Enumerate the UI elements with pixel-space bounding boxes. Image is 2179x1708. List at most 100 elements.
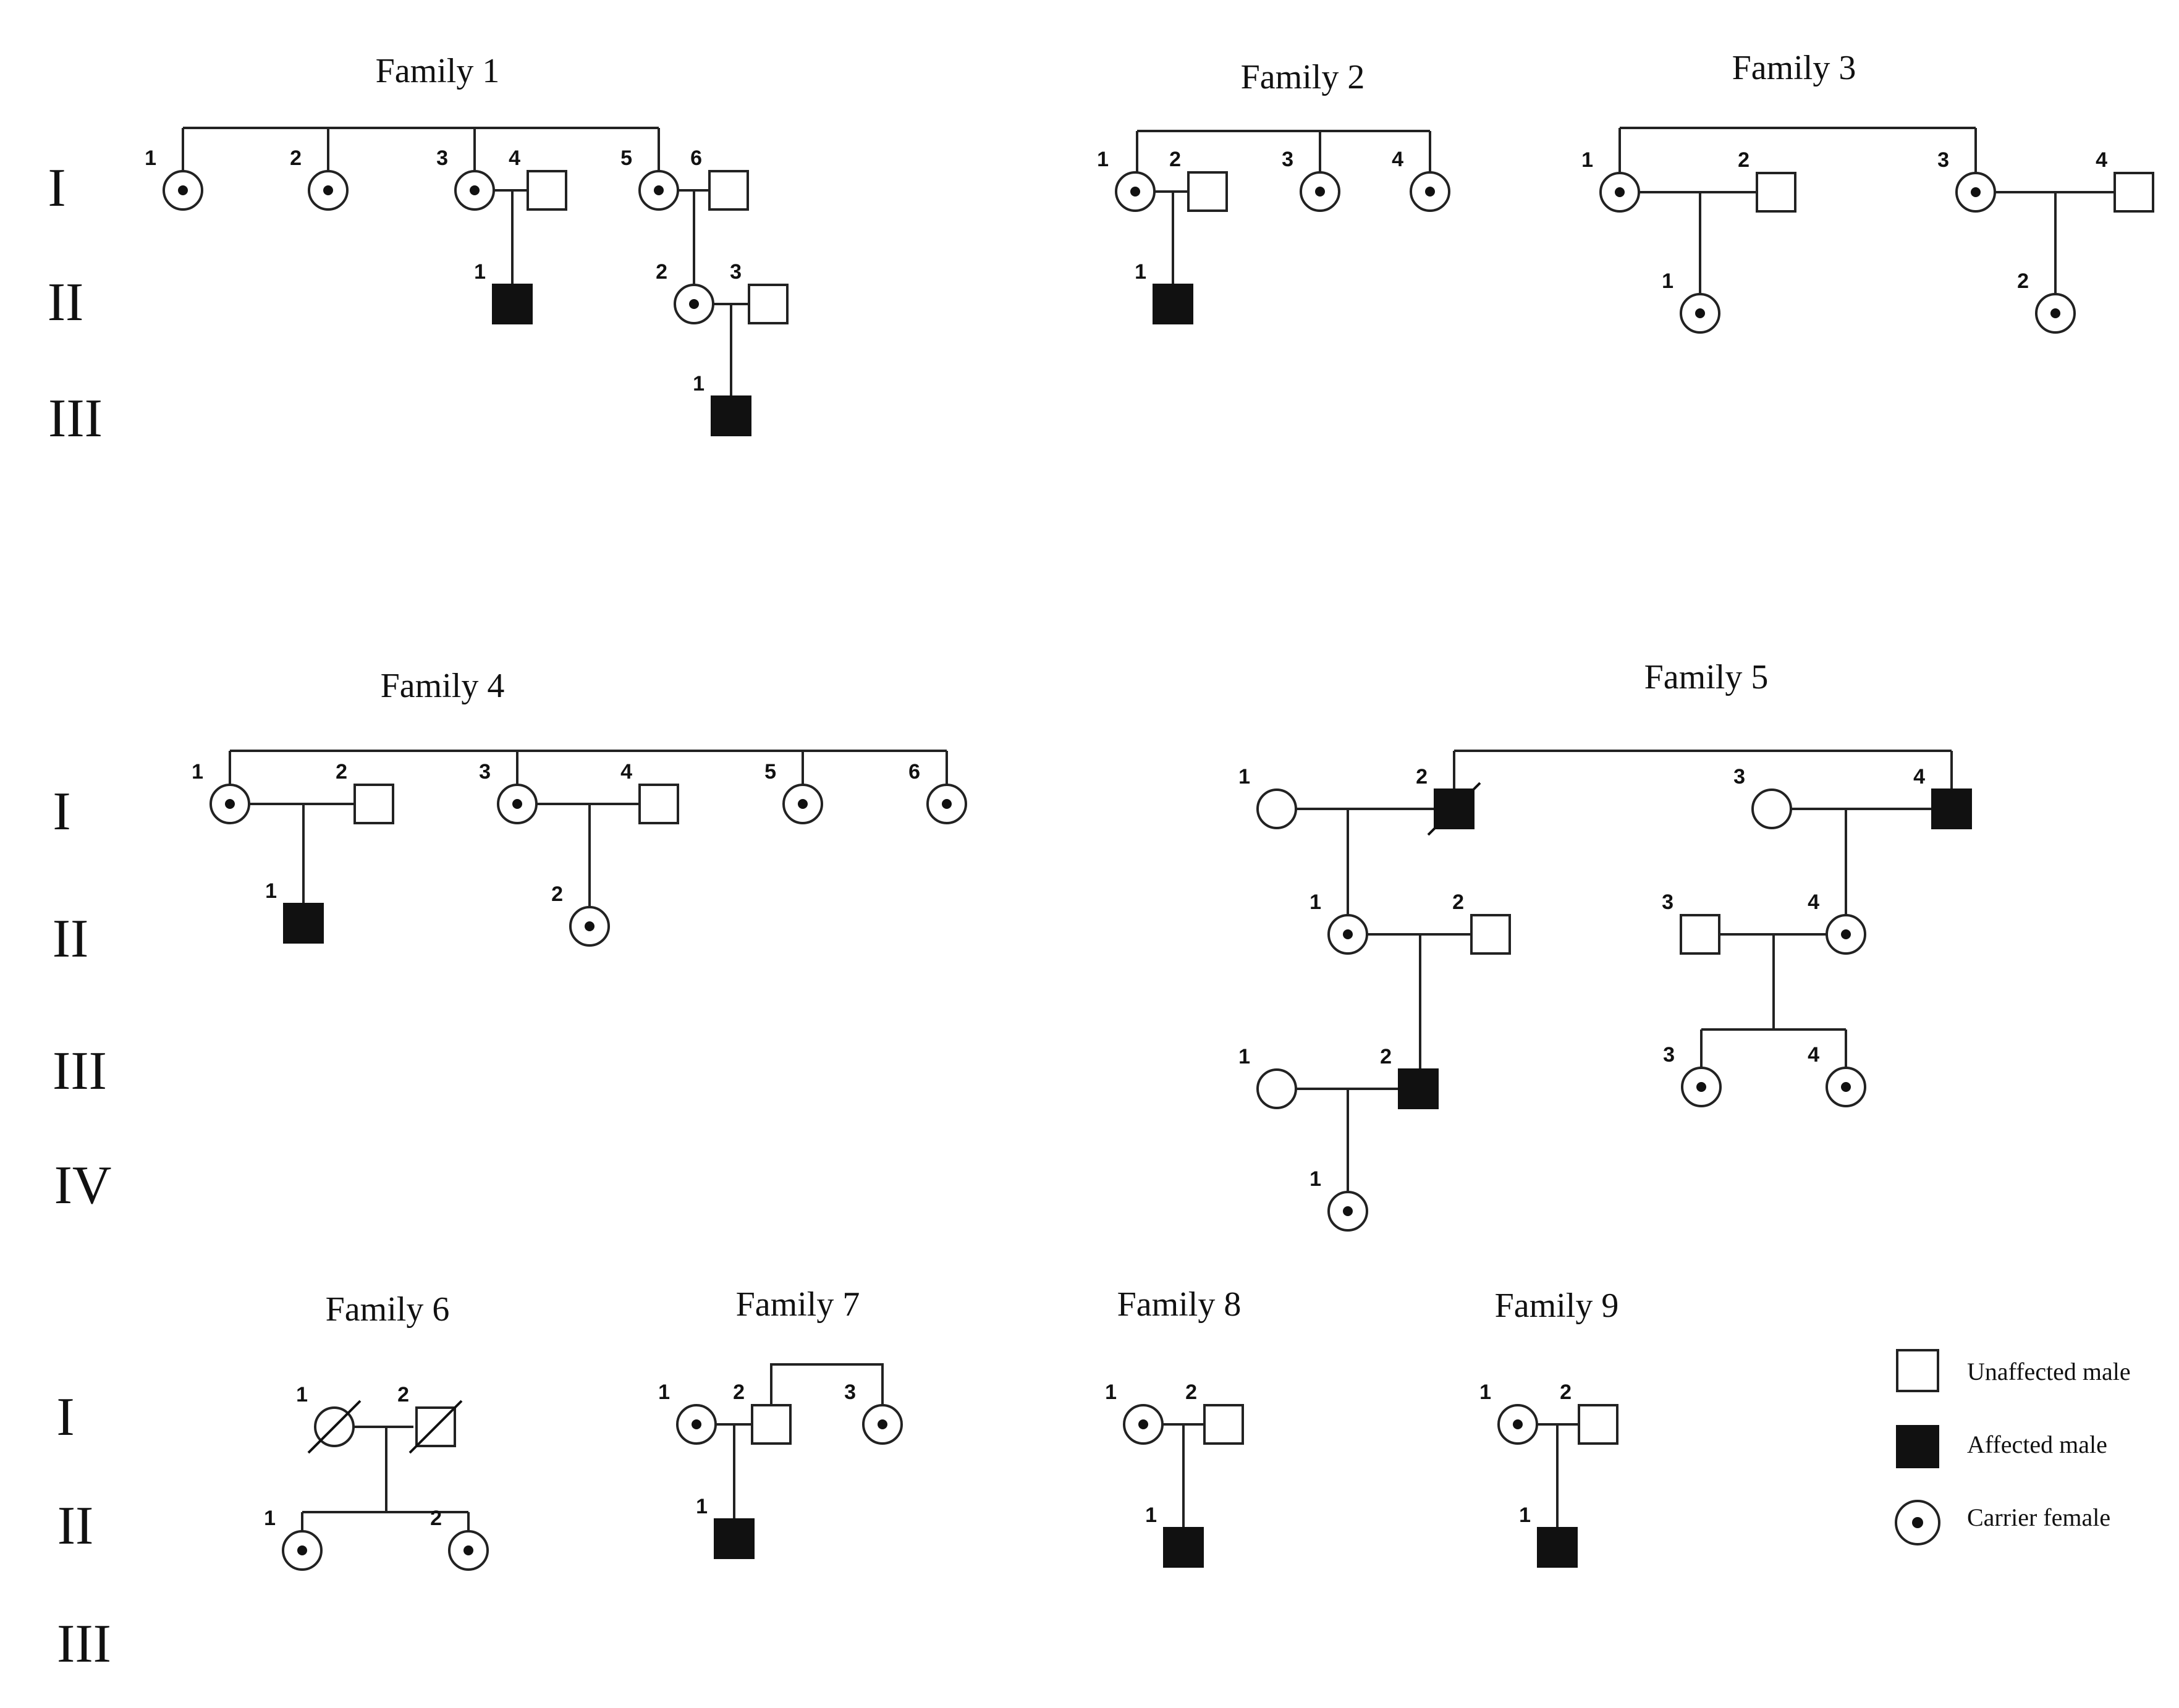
family-5-i-3-number-label: 3 [1733, 765, 1745, 788]
family-titles: Family 1 Family 2 Family 3 Family 4 Fami… [326, 49, 1856, 1329]
family-3-i-1-carrier-dot [1615, 187, 1625, 197]
family-6-ii-1-number-label: 1 [264, 1507, 276, 1530]
family-5-i-1-unaffected-female-symbol [1256, 788, 1297, 829]
gen-label-IV-row2: IV [54, 1156, 112, 1215]
gen-label-III-row1: III [48, 389, 103, 449]
family-7-title: Family 7 [736, 1285, 860, 1324]
legend-unaffected-male-label: Unaffected male [1967, 1358, 2131, 1385]
family-1-i-1-number-label: 1 [145, 146, 156, 170]
connector-lines [182, 127, 2115, 1532]
family-3-i-1-number-label: 1 [1581, 148, 1593, 172]
family-2-ii-1-number-label: 1 [1135, 260, 1146, 284]
family-6-ii-2-carrier-dot [463, 1545, 473, 1555]
family-1-iii-1-number-label: 1 [693, 372, 704, 395]
family-1-ii-3-number-label: 3 [730, 260, 742, 284]
generation-labels: I II III I II III IV I II III [48, 158, 112, 1674]
family-1-ii-1-number-label: 1 [474, 260, 486, 284]
family-8-i-2-number-label: 2 [1185, 1380, 1197, 1404]
family-4-i-4-unaffected-male-symbol [638, 784, 679, 824]
family-5-iii-3-number-label: 3 [1663, 1043, 1675, 1067]
family-7-i-1-number-label: 1 [658, 1380, 670, 1404]
family-9-individuals: 1 2 1 [1479, 1380, 1618, 1568]
family-2-i-4-carrier-dot [1425, 187, 1435, 197]
family-4-i-2-number-label: 2 [336, 760, 347, 784]
family-4-i-1-carrier-dot [225, 799, 235, 809]
family-5-iii-4-number-label: 4 [1808, 1043, 1819, 1067]
legend-carrier-female-label: Carrier female [1967, 1503, 2110, 1531]
family-9-ii-1-number-label: 1 [1519, 1503, 1531, 1527]
family-5-iii-2-number-label: 2 [1380, 1045, 1392, 1068]
family-4-i-6-number-label: 6 [908, 760, 920, 784]
family-1-i-1-carrier-dot [178, 185, 188, 195]
legend-affected-male-symbol [1896, 1425, 1939, 1468]
family-1-i-4-number-label: 4 [509, 146, 520, 170]
family-5-iii-3-carrier-dot [1696, 1082, 1706, 1092]
family-1-i-3-number-label: 3 [436, 146, 448, 170]
family-4-ii-1-number-label: 1 [265, 879, 277, 903]
family-6-ii-1-carrier-dot [297, 1545, 307, 1555]
family-8-ii-1-affected-male-symbol [1163, 1527, 1204, 1568]
gen-label-I-row3: I [56, 1387, 74, 1447]
family-6-i-2-number-label: 2 [397, 1383, 409, 1406]
family-3-i-3-carrier-dot [1971, 187, 1981, 197]
family-1-i-5-number-label: 5 [620, 146, 632, 170]
family-2-i-1-number-label: 1 [1097, 148, 1109, 171]
family-5-ii-1-carrier-dot [1343, 929, 1353, 939]
family-9-title: Family 9 [1495, 1287, 1619, 1325]
family-8-title: Family 8 [1117, 1285, 1242, 1324]
family-1-i-2-number-label: 2 [290, 146, 302, 170]
family-5-ii-3-unaffected-male-symbol [1680, 914, 1720, 955]
family-6-i-2-deceased-mark [408, 1400, 463, 1454]
family-5-ii-2-unaffected-male-symbol [1470, 914, 1511, 955]
family-4-i-1-number-label: 1 [192, 760, 203, 784]
legend-unaffected-male-symbol [1896, 1349, 1939, 1392]
family-5-ii-4-carrier-dot [1841, 929, 1851, 939]
family-1-ii-1-affected-male-symbol [492, 284, 533, 324]
family-2-i-3-number-label: 3 [1282, 148, 1293, 171]
family-6-i-1-number-label: 1 [296, 1383, 308, 1406]
family-5-ii-3-number-label: 3 [1662, 890, 1673, 914]
family-4-i-3-carrier-dot [512, 799, 522, 809]
family-6-i-1-deceased-mark [307, 1400, 362, 1454]
family-4-i-5-carrier-dot [798, 799, 808, 809]
family-9-i-1-number-label: 1 [1479, 1380, 1491, 1404]
family-4-ii-2-carrier-dot [585, 921, 594, 931]
family-7-ii-1-number-label: 1 [696, 1495, 708, 1518]
family-5-ii-1-number-label: 1 [1310, 890, 1321, 914]
family-3-i-2-number-label: 2 [1738, 148, 1750, 172]
gen-label-II-row1: II [48, 273, 84, 332]
family-7-i-3-carrier-dot [878, 1419, 887, 1429]
family-3-ii-1-carrier-dot [1695, 308, 1705, 318]
family-5-iv-1-carrier-dot [1343, 1206, 1353, 1216]
family-2-i-1-carrier-dot [1130, 187, 1140, 197]
family-5-iii-1-unaffected-female-symbol [1256, 1068, 1297, 1109]
family-7-i-3-number-label: 3 [844, 1380, 856, 1404]
family-3-i-2-unaffected-male-symbol [1756, 172, 1796, 213]
family-7-i-1-carrier-dot [692, 1419, 701, 1429]
family-9-i-2-number-label: 2 [1560, 1380, 1572, 1404]
family-1-iii-1-affected-male-symbol [711, 395, 751, 436]
family-5-iii-2-affected-male-symbol [1398, 1068, 1439, 1109]
family-9-ii-1-affected-male-symbol [1537, 1527, 1578, 1568]
gen-label-III-row3: III [57, 1614, 111, 1674]
gen-label-I-row1: I [48, 158, 66, 218]
family-2-ii-1-affected-male-symbol [1153, 284, 1193, 324]
family-4-ii-2-number-label: 2 [551, 882, 563, 906]
family-3-ii-1-number-label: 1 [1662, 269, 1673, 293]
family-2-i-3-carrier-dot [1315, 187, 1325, 197]
family-5-i-4-affected-male-symbol [1931, 788, 1972, 829]
family-5-i-2-number-label: 2 [1416, 765, 1428, 788]
family-3-i-3-number-label: 3 [1937, 148, 1949, 172]
family-5-i-2-deceased-mark [1427, 782, 1481, 836]
family-3-i-4-unaffected-male-symbol [2113, 172, 2154, 213]
family-9-i-1-carrier-dot [1513, 1419, 1523, 1429]
family-1-i-3-carrier-dot [470, 185, 480, 195]
family-4-i-2-unaffected-male-symbol [353, 784, 394, 824]
